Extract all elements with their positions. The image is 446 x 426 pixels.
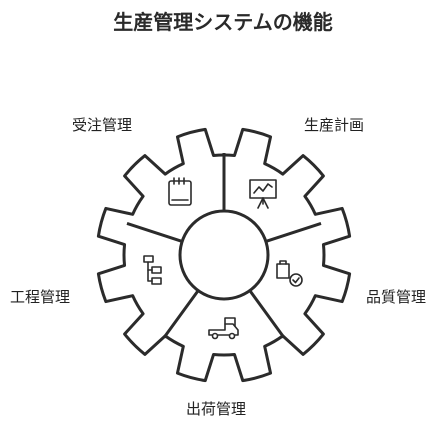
segment-divider-4 <box>162 289 200 339</box>
label-shipping-management: 出荷管理 <box>186 400 247 418</box>
segment-divider-5 <box>126 222 183 243</box>
notepad-icon <box>168 177 192 206</box>
segment-dividers <box>126 153 322 339</box>
process-flow-icon <box>143 255 162 285</box>
truck-icon <box>208 317 239 340</box>
segment-divider-2 <box>265 222 322 243</box>
presentation-chart-icon <box>249 179 277 209</box>
label-quality-management: 品質管理 <box>366 288 427 306</box>
diagram-title: 生産管理システムの機能 <box>113 10 333 34</box>
segment-divider-3 <box>248 289 286 339</box>
label-process-management: 工程管理 <box>10 288 71 306</box>
label-order-management: 受注管理 <box>72 116 133 134</box>
gear-hub <box>178 209 270 301</box>
quality-check-icon <box>276 260 303 287</box>
label-production-planning: 生産計画 <box>304 116 365 134</box>
